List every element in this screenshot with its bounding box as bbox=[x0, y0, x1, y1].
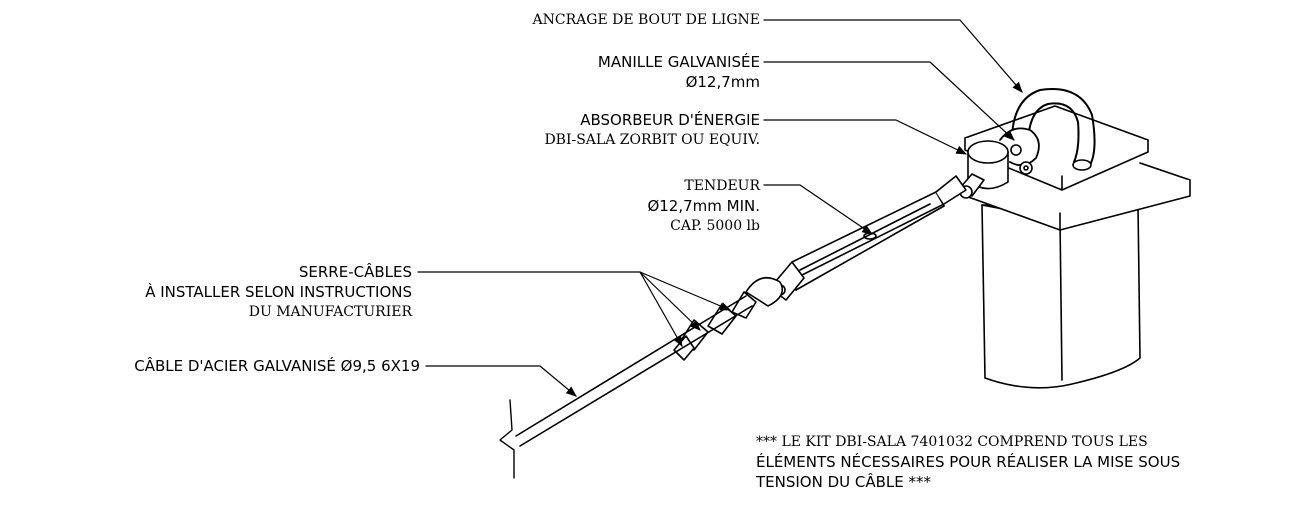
energy-absorber bbox=[959, 140, 1009, 199]
anchor-label: ANCRAGE DE BOUT DE LIGNE bbox=[533, 10, 760, 30]
clamps-label: SERRE-CÂBLES À INSTALLER SELON INSTRUCTI… bbox=[145, 262, 412, 322]
turnbuckle-label-line1: TENDEUR bbox=[684, 178, 760, 194]
cable-clamps bbox=[673, 291, 757, 361]
shackle-label-line1: MANILLE GALVANISÉE bbox=[597, 53, 760, 71]
absorber-label: ABSORBEUR D'ÉNERGIE DBI-SALA ZORBIT OU E… bbox=[544, 110, 760, 150]
kit-note-line3: TENSION DU CÂBLE *** bbox=[756, 473, 932, 491]
kit-note-line1: *** LE KIT DBI-SALA 7401032 COMPREND TOU… bbox=[756, 434, 1148, 450]
shackle-label-line2: Ø12,7mm bbox=[685, 73, 760, 91]
absorber-label-line2: DBI-SALA ZORBIT OU EQUIV. bbox=[544, 132, 760, 148]
cable-label-line1: CÂBLE D'ACIER GALVANISÉ Ø9,5 6X19 bbox=[134, 357, 420, 375]
anchor-label-line1: ANCRAGE DE BOUT DE LIGNE bbox=[532, 12, 760, 28]
anchor-post bbox=[957, 162, 1191, 389]
kit-note: *** LE KIT DBI-SALA 7401032 COMPREND TOU… bbox=[756, 432, 1180, 492]
cable-label: CÂBLE D'ACIER GALVANISÉ Ø9,5 6X19 bbox=[134, 356, 420, 376]
clamps-label-line3: DU MANUFACTURIER bbox=[248, 304, 412, 320]
turnbuckle bbox=[769, 175, 967, 301]
clamps-label-line2: À INSTALLER SELON INSTRUCTIONS bbox=[145, 283, 412, 301]
absorber-label-line1: ABSORBEUR D'ÉNERGIE bbox=[580, 111, 760, 129]
turnbuckle-label-line3: CAP. 5000 lb bbox=[670, 218, 760, 234]
cable-thimble bbox=[745, 276, 784, 307]
clamps-label-line1: SERRE-CÂBLES bbox=[298, 263, 412, 281]
turnbuckle-label: TENDEUR Ø12,7mm MIN. CAP. 5000 lb bbox=[647, 176, 760, 236]
leader-lines bbox=[417, 19, 1023, 397]
kit-note-line2: ÉLÉMENTS NÉCESSAIRES POUR RÉALISER LA MI… bbox=[756, 453, 1181, 471]
steel-cable bbox=[499, 295, 753, 479]
turnbuckle-label-line2: Ø12,7mm MIN. bbox=[647, 197, 760, 215]
shackle-label: MANILLE GALVANISÉE Ø12,7mm bbox=[598, 52, 760, 92]
